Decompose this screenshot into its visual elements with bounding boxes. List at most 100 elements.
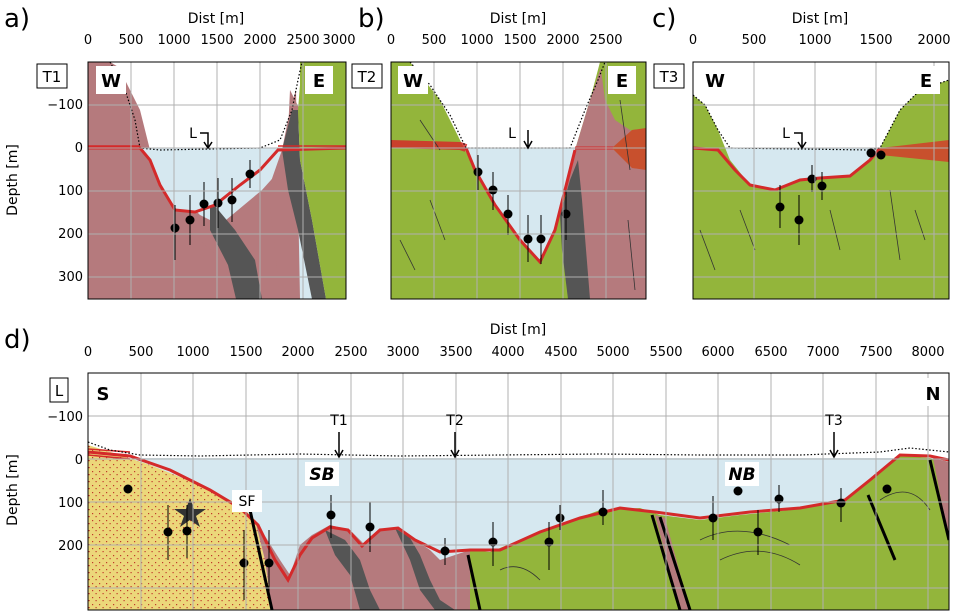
dist-tick: 0 xyxy=(689,33,697,48)
panel-d: d) Dist [m] 0 500 1000 1500 2000 2500 30… xyxy=(4,322,950,611)
dist-tick: 3000 xyxy=(322,33,355,48)
panel-d-north-label: N xyxy=(925,384,940,405)
dist-tick: 6500 xyxy=(754,345,787,360)
depth-tick: −100 xyxy=(47,410,83,425)
panel-a-dist-ticks: 0 500 1000 1500 2000 2500 3000 xyxy=(84,33,356,48)
panel-d-marker-t1: T1 xyxy=(329,413,347,429)
dist-tick: 500 xyxy=(129,345,154,360)
panel-c-marker-arrow xyxy=(794,132,807,150)
panel-a-profile-label: T1 xyxy=(42,68,62,86)
dist-tick: 500 xyxy=(742,33,767,48)
panel-d-basin-sb: SB xyxy=(309,465,334,485)
panel-d-marker-t3: T3 xyxy=(824,413,842,429)
panel-a-letter: a) xyxy=(4,4,30,34)
panel-a-depth-label: Depth [m] xyxy=(5,144,21,216)
panel-d-marker-t3-arrow xyxy=(829,432,839,459)
panel-d-grid xyxy=(88,373,949,610)
panel-b-east-label: E xyxy=(616,71,628,92)
depth-tick: 0 xyxy=(75,141,83,156)
dist-tick: 500 xyxy=(119,33,144,48)
dist-tick: 3500 xyxy=(439,345,472,360)
panel-d-profile-label: L xyxy=(55,382,64,400)
dist-tick: 5500 xyxy=(649,345,682,360)
panel-b-grid xyxy=(391,62,646,299)
panel-d-basin-nb: NB xyxy=(728,465,755,485)
depth-tick: 0 xyxy=(75,453,83,468)
dist-tick: 4000 xyxy=(491,345,524,360)
dist-tick: 1500 xyxy=(859,33,892,48)
panel-a-points xyxy=(170,160,255,260)
dist-tick: 3000 xyxy=(386,345,419,360)
panel-c-profile-label: T3 xyxy=(659,68,679,86)
dist-tick: 2500 xyxy=(334,345,367,360)
depth-tick: −100 xyxy=(47,98,83,113)
star-icon xyxy=(174,498,206,527)
panel-d-marker-t2: T2 xyxy=(445,413,463,429)
panel-d-south-label: S xyxy=(97,384,110,405)
dist-tick: 1000 xyxy=(157,33,190,48)
dist-tick: 7500 xyxy=(859,345,892,360)
depth-tick: 300 xyxy=(58,270,83,285)
panel-d-section xyxy=(88,373,949,610)
dist-tick: 2000 xyxy=(546,33,579,48)
panel-b-marker-arrow xyxy=(523,130,533,150)
dist-tick: 2500 xyxy=(589,33,622,48)
dist-tick: 500 xyxy=(422,33,447,48)
dist-tick: 0 xyxy=(387,33,395,48)
dist-tick: 8000 xyxy=(911,345,944,360)
dist-tick: 7000 xyxy=(806,345,839,360)
panel-c-east-label: E xyxy=(920,71,932,92)
panel-c-dist-ticks: 0 500 1000 1500 2000 xyxy=(689,33,951,48)
panel-c-dist-label: Dist [m] xyxy=(792,11,848,27)
dist-tick: 2000 xyxy=(917,33,950,48)
depth-tick: 200 xyxy=(58,227,83,242)
dist-tick: 2000 xyxy=(243,33,276,48)
panel-d-fault-label: SF xyxy=(239,494,256,510)
dist-tick: 1000 xyxy=(798,33,831,48)
panel-b-letter: b) xyxy=(358,4,385,34)
panel-c-marker-label: L xyxy=(782,126,790,142)
dist-tick: 1000 xyxy=(460,33,493,48)
panel-b-marker-label: L xyxy=(508,126,516,142)
panel-b-profile-label: T2 xyxy=(357,68,377,86)
panel-d-letter: d) xyxy=(4,325,31,355)
panel-c-west-label: W xyxy=(705,71,725,92)
depth-tick: 200 xyxy=(58,539,83,554)
panel-c-grid xyxy=(693,62,949,299)
dist-tick: 2500 xyxy=(286,33,319,48)
panel-c-points xyxy=(775,148,886,245)
panel-b-dist-ticks: 0 500 1000 1500 2000 2500 xyxy=(387,33,623,48)
dist-tick: 1000 xyxy=(176,345,209,360)
depth-tick: 100 xyxy=(58,496,83,511)
panel-d-marker-t2-arrow xyxy=(450,432,460,459)
dist-tick: 1500 xyxy=(503,33,536,48)
panel-d-depth-label: Depth [m] xyxy=(5,454,21,526)
depth-tick: 100 xyxy=(58,184,83,199)
panel-a-west-label: W xyxy=(101,71,121,92)
panel-b-west-label: W xyxy=(403,71,423,92)
panel-b: b) Dist [m] 0 500 1000 1500 2000 2500 xyxy=(351,4,647,300)
dist-tick: 0 xyxy=(84,33,92,48)
panel-a-marker-arrow xyxy=(200,132,213,150)
panel-d-marker-t1-arrow xyxy=(334,432,344,459)
panel-b-dist-label: Dist [m] xyxy=(490,11,546,27)
panel-d-dist-ticks: 0 500 1000 1500 2000 2500 3000 3500 4000… xyxy=(84,345,945,360)
panel-d-dist-label: Dist [m] xyxy=(490,322,546,338)
panel-a: a) Dist [m] 0 500 1000 1500 2000 2500 30… xyxy=(4,4,356,300)
panel-a-grid xyxy=(88,62,346,299)
panel-a-marker-label: L xyxy=(189,126,197,142)
dist-tick: 0 xyxy=(84,345,92,360)
panel-c: c) Dist [m] 0 500 1000 1500 2000 xyxy=(652,4,951,300)
panel-a-depth-ticks: −100 0 100 200 300 xyxy=(47,98,83,285)
dist-tick: 5000 xyxy=(596,345,629,360)
panel-a-east-label: E xyxy=(313,71,325,92)
panel-c-letter: c) xyxy=(652,4,676,34)
panel-c-section xyxy=(693,62,949,299)
dist-tick: 6000 xyxy=(701,345,734,360)
dist-tick: 1500 xyxy=(229,345,262,360)
panel-d-depth-ticks: −100 0 100 200 xyxy=(47,410,83,554)
dist-tick: 1500 xyxy=(200,33,233,48)
panel-b-section xyxy=(391,62,646,299)
dist-tick: 2000 xyxy=(281,345,314,360)
